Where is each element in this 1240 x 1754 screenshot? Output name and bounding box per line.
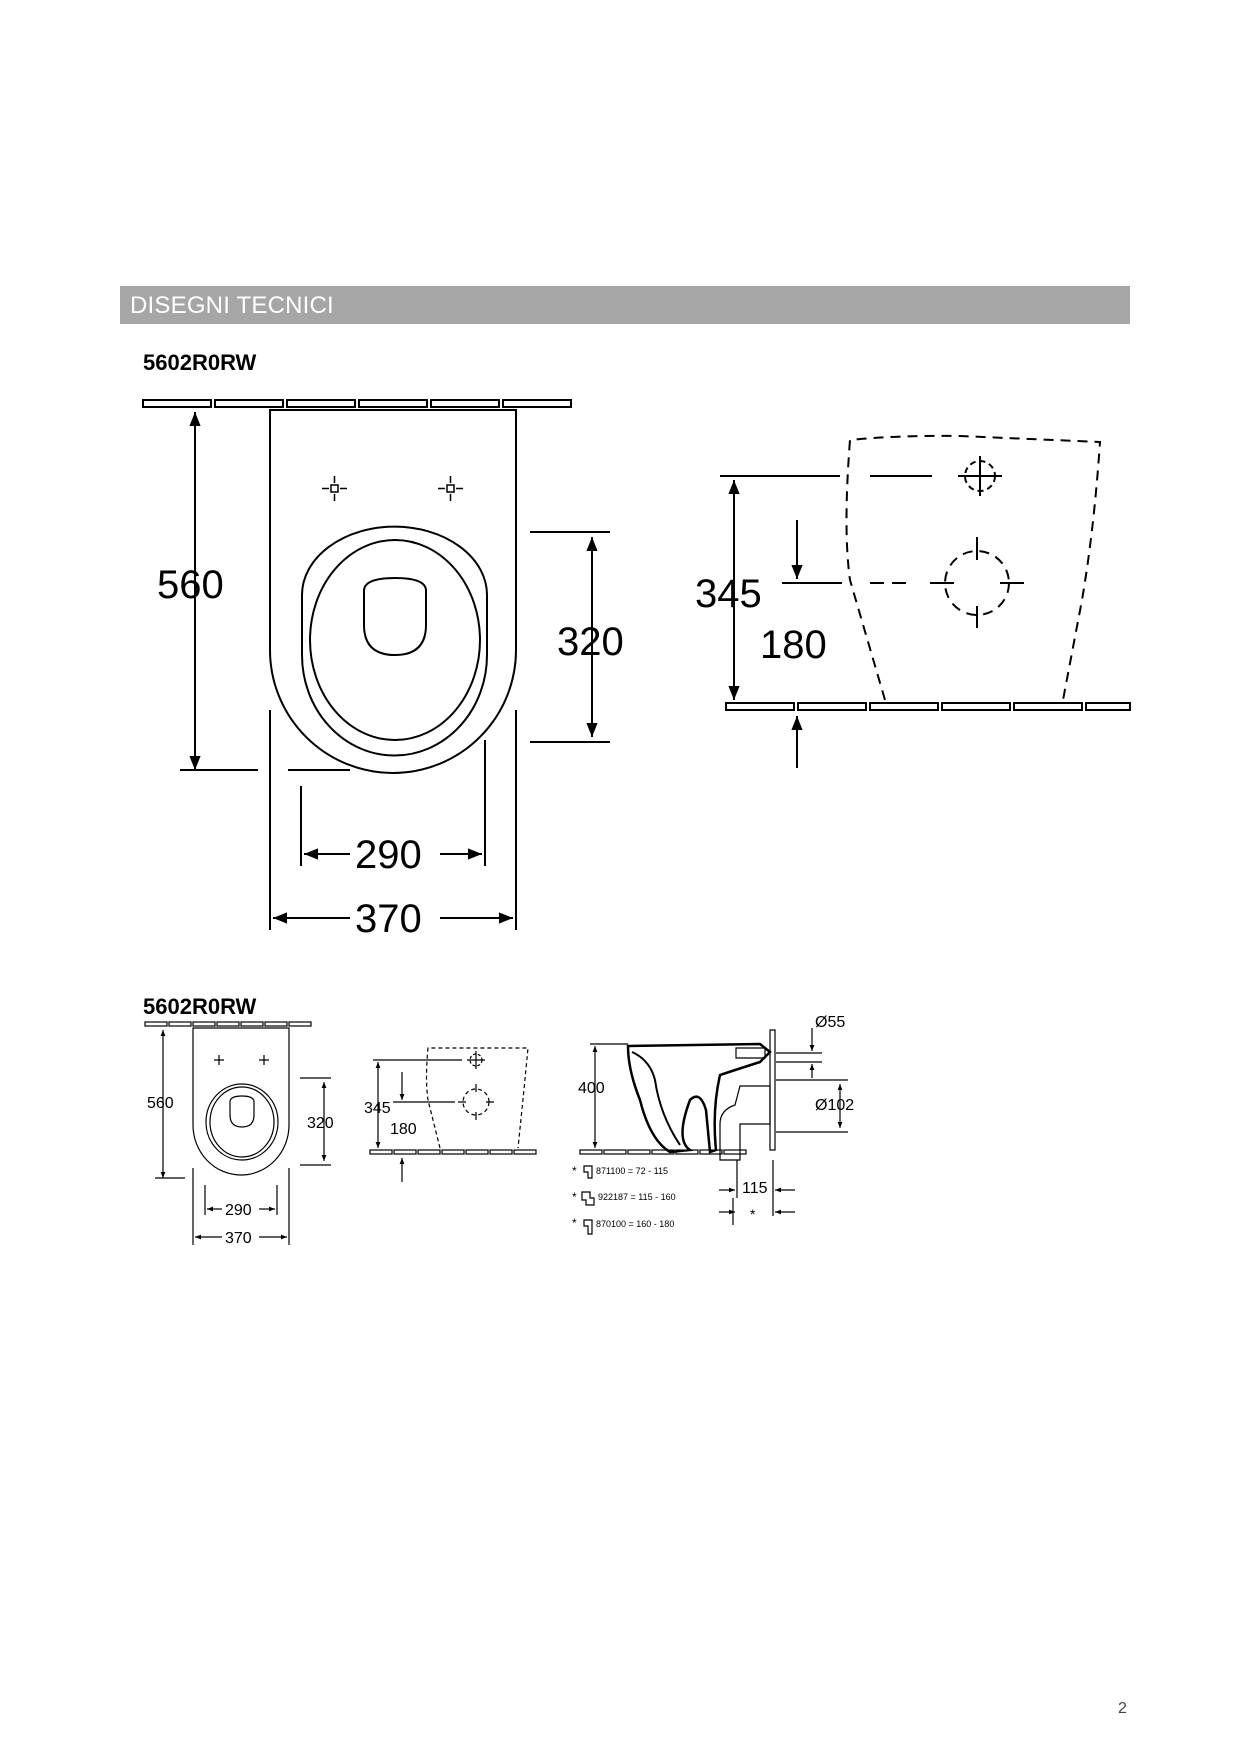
dim-label-180-small: 180 — [390, 1121, 417, 1138]
dim-label-d102: Ø102 — [815, 1097, 854, 1114]
bowl-outline — [192, 1027, 290, 1176]
connector-mark: * — [572, 1164, 577, 1178]
large-top-view — [142, 399, 610, 930]
wall-profile — [769, 1029, 776, 1151]
small-rear-view — [369, 1047, 537, 1182]
crosshair-icon — [944, 550, 1010, 616]
small-side-view — [579, 1028, 848, 1235]
seat-inner — [309, 539, 481, 741]
fixing-icon — [322, 476, 347, 501]
dim-label-320: 320 — [557, 620, 624, 664]
fixing-icon — [214, 1055, 224, 1065]
section-title: DISEGNI TECNICI — [130, 292, 334, 319]
bowl-outline — [269, 409, 517, 774]
product-code-small: 5602R0RW — [143, 994, 257, 1019]
dim-label-345-small: 345 — [364, 1100, 391, 1117]
connector-icon — [581, 1191, 595, 1206]
dim-label-400: 400 — [578, 1080, 605, 1097]
page-number: 2 — [1118, 1700, 1127, 1717]
floor-line — [725, 702, 1131, 711]
wall-line — [144, 1021, 312, 1027]
dim-label-290-small: 290 — [225, 1202, 252, 1219]
bowl-profile — [626, 1042, 772, 1154]
dim-label-320-small: 320 — [307, 1115, 334, 1132]
section-header: DISEGNI TECNICI — [120, 286, 1130, 324]
dim-label-560-small: 560 — [147, 1095, 174, 1112]
dim-label-115: 115 — [742, 1180, 768, 1197]
bowl-rear-outline — [425, 1047, 529, 1149]
small-top-view — [144, 1021, 331, 1245]
fixing-icon — [438, 476, 463, 501]
dim-label-asterisk: * — [750, 1206, 756, 1222]
fixing-icon — [259, 1055, 269, 1065]
dim-label-345: 345 — [695, 572, 762, 616]
floor-line — [369, 1149, 537, 1155]
connector-spec: 871100 = 72 - 115 — [596, 1166, 668, 1176]
connector-icon — [583, 1219, 593, 1235]
connector-icon — [583, 1165, 593, 1179]
bowl-opening — [363, 576, 427, 657]
wall-line — [142, 399, 572, 408]
dim-label-180: 180 — [760, 623, 827, 667]
connector-mark: * — [572, 1216, 577, 1230]
dim-label-290: 290 — [355, 833, 422, 877]
connector-spec: 870100 = 160 - 180 — [596, 1219, 674, 1229]
product-code-large: 5602R0RW — [143, 350, 257, 375]
dim-label-d55: Ø55 — [815, 1014, 845, 1031]
dim-label-560: 560 — [157, 563, 224, 607]
bowl-rear-outline — [845, 434, 1102, 701]
dim-label-370-small: 370 — [225, 1230, 252, 1247]
connector-mark: * — [572, 1190, 577, 1204]
crosshair-icon — [462, 1088, 490, 1116]
large-rear-view — [720, 434, 1131, 768]
seat-outer — [301, 525, 488, 757]
connector-spec: 922187 = 115 - 160 — [598, 1192, 676, 1202]
floor-line — [579, 1149, 747, 1155]
dim-label-370: 370 — [355, 897, 422, 941]
